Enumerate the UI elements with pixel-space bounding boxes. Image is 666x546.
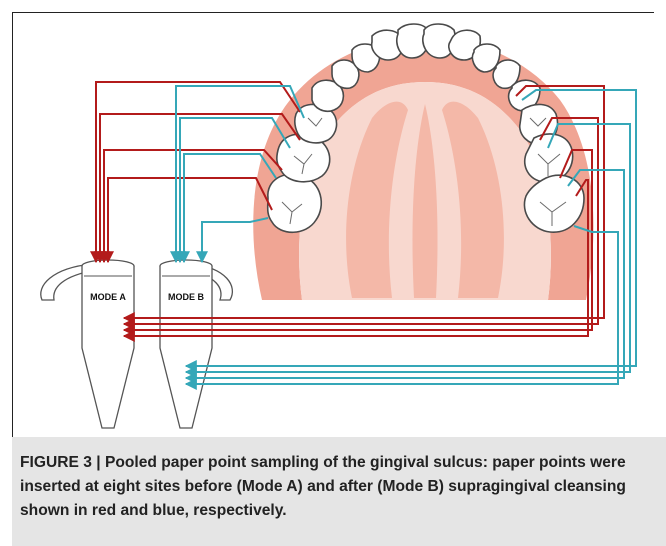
tooth-right-molar-2 [525, 134, 573, 182]
tube-b-label: MODE B [168, 292, 205, 302]
tube-a-body [82, 266, 134, 428]
tube-a-label: MODE A [90, 292, 126, 302]
sampling-diagram: MODE A MODE B [0, 0, 666, 437]
figure-caption: FIGURE 3 | Pooled paper point sampling o… [20, 451, 650, 523]
tube-b-body [160, 266, 212, 428]
tube-mode-b: MODE B [160, 260, 232, 428]
red-line-left-4 [108, 178, 272, 262]
tooth-left-molar-3 [268, 174, 322, 232]
tube-mode-a: MODE A [41, 260, 134, 428]
